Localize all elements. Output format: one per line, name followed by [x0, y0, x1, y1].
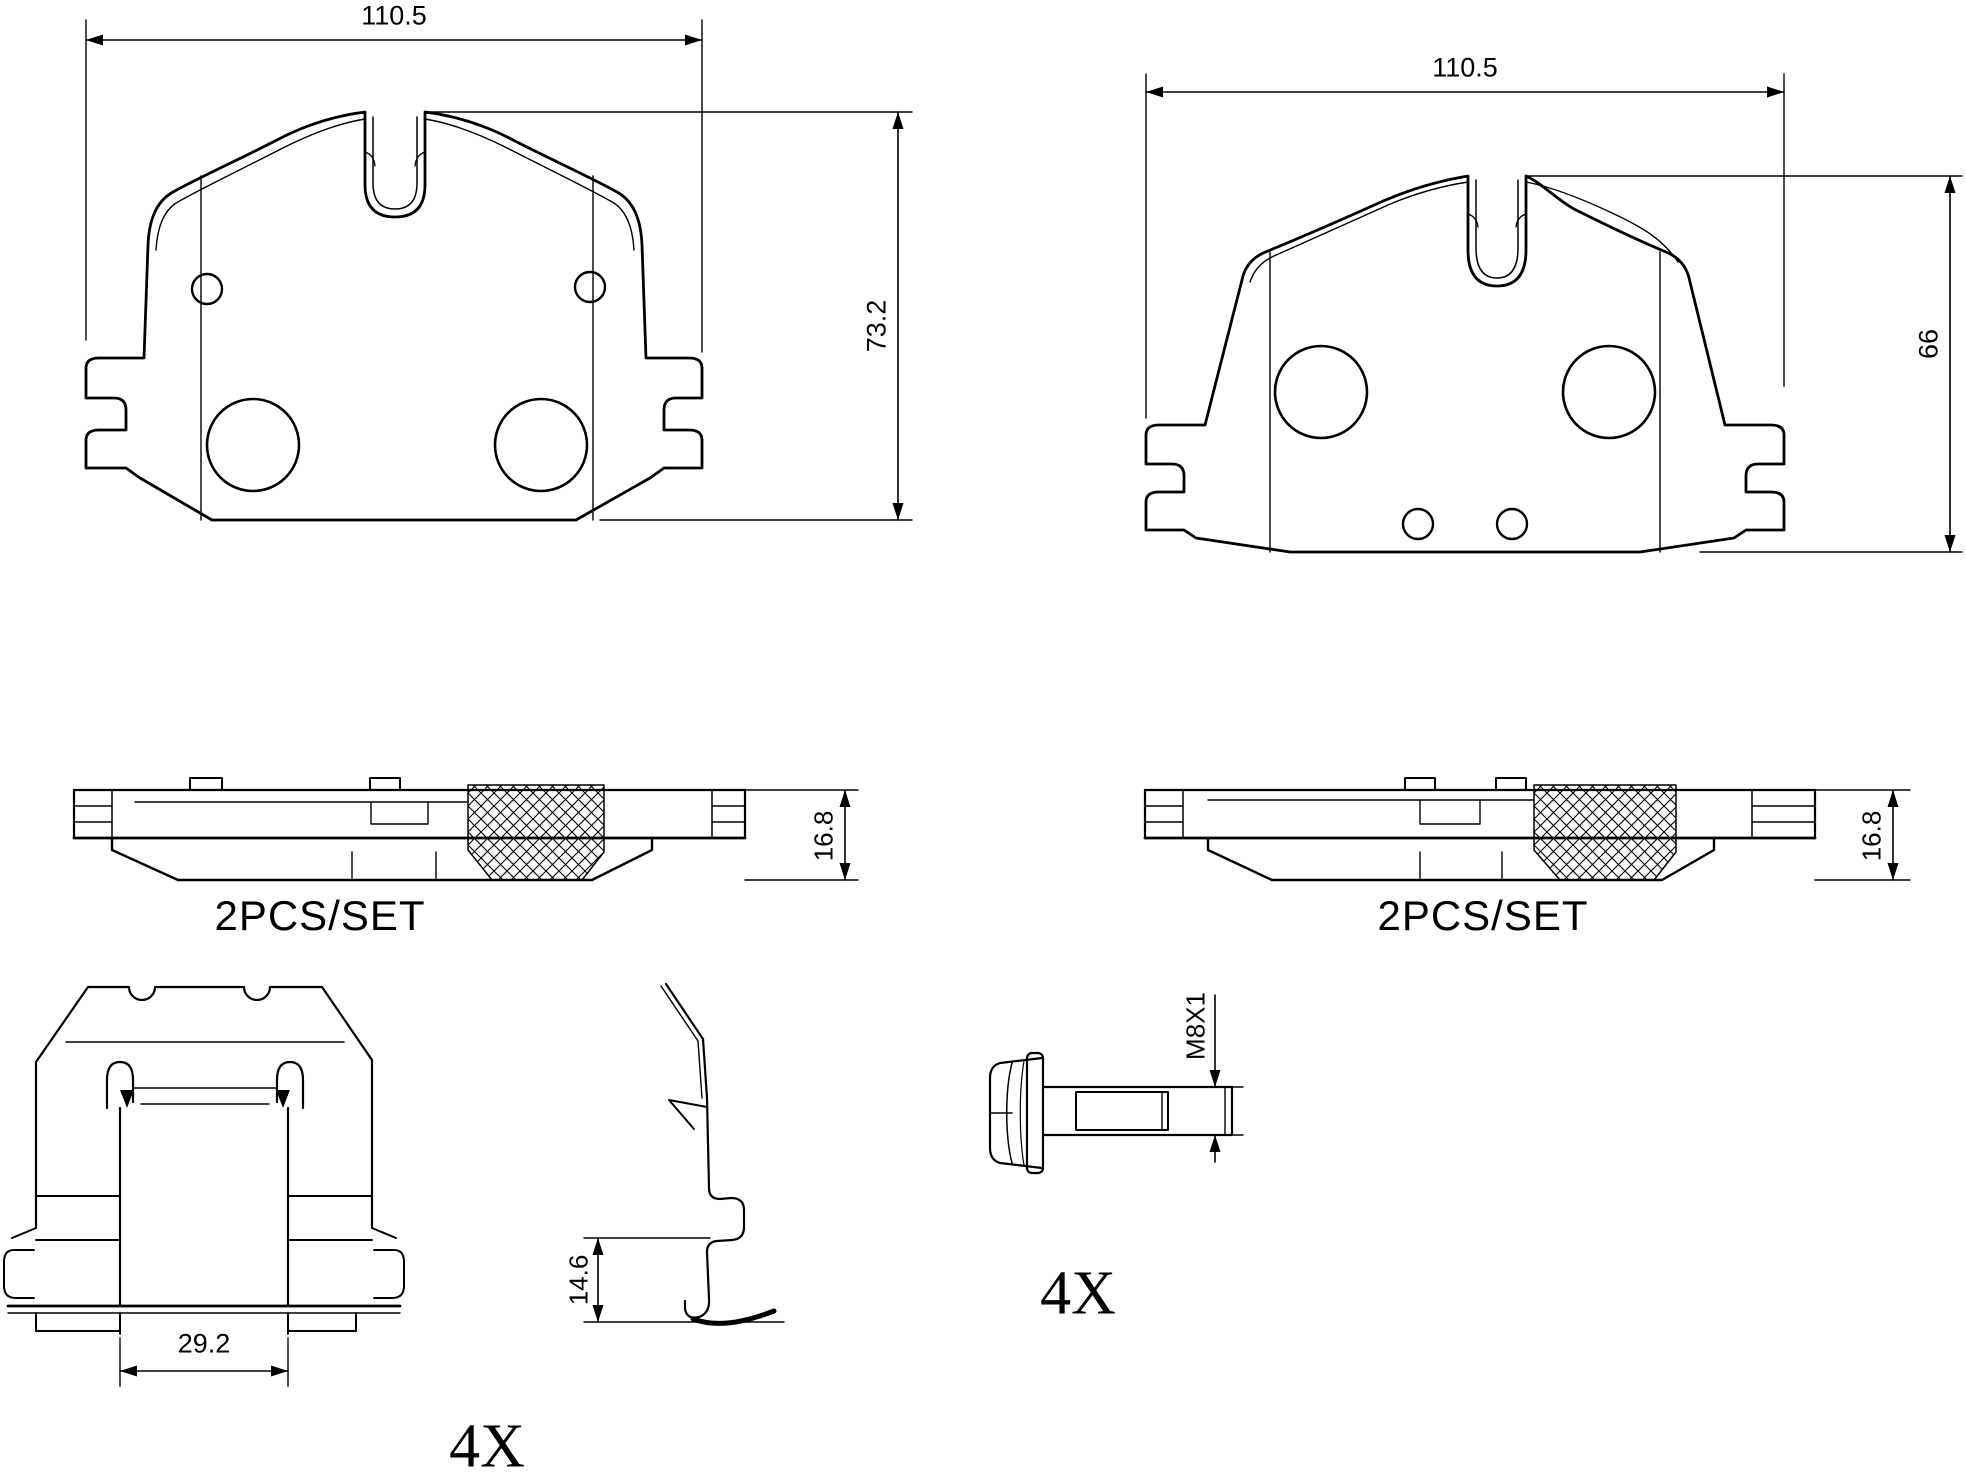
pad-front-view-right [1144, 73, 1963, 554]
dim-thickness-left: 16.8 [808, 810, 839, 862]
dim-height-pad-left: 73.2 [861, 299, 892, 353]
clip-front-view [3, 985, 405, 1387]
dim-thickness-right: 16.8 [1856, 810, 1887, 862]
set-quantity-label-right: 2PCS/SET [1377, 892, 1589, 939]
bolt-quantity-label: 4X [1040, 1259, 1116, 1328]
pad-side-view-right [1143, 777, 1911, 882]
dim-height-pad-right: 66 [1913, 328, 1944, 360]
pad-side-view-left [72, 777, 859, 882]
clip-side-view [583, 982, 785, 1326]
bolt-view [988, 994, 1244, 1175]
dim-clip-height: 14.6 [563, 1254, 594, 1306]
pad-front-view-left [84, 19, 913, 522]
dim-clip-width: 29.2 [177, 1328, 231, 1359]
bolt-thread-label: M8X1 [1180, 992, 1211, 1060]
clip-quantity-label: 4X [449, 1412, 525, 1474]
dim-width-pad-right: 110.5 [1432, 52, 1498, 83]
dim-width-pad-left: 110.5 [361, 0, 427, 31]
set-quantity-label-left: 2PCS/SET [214, 892, 426, 939]
